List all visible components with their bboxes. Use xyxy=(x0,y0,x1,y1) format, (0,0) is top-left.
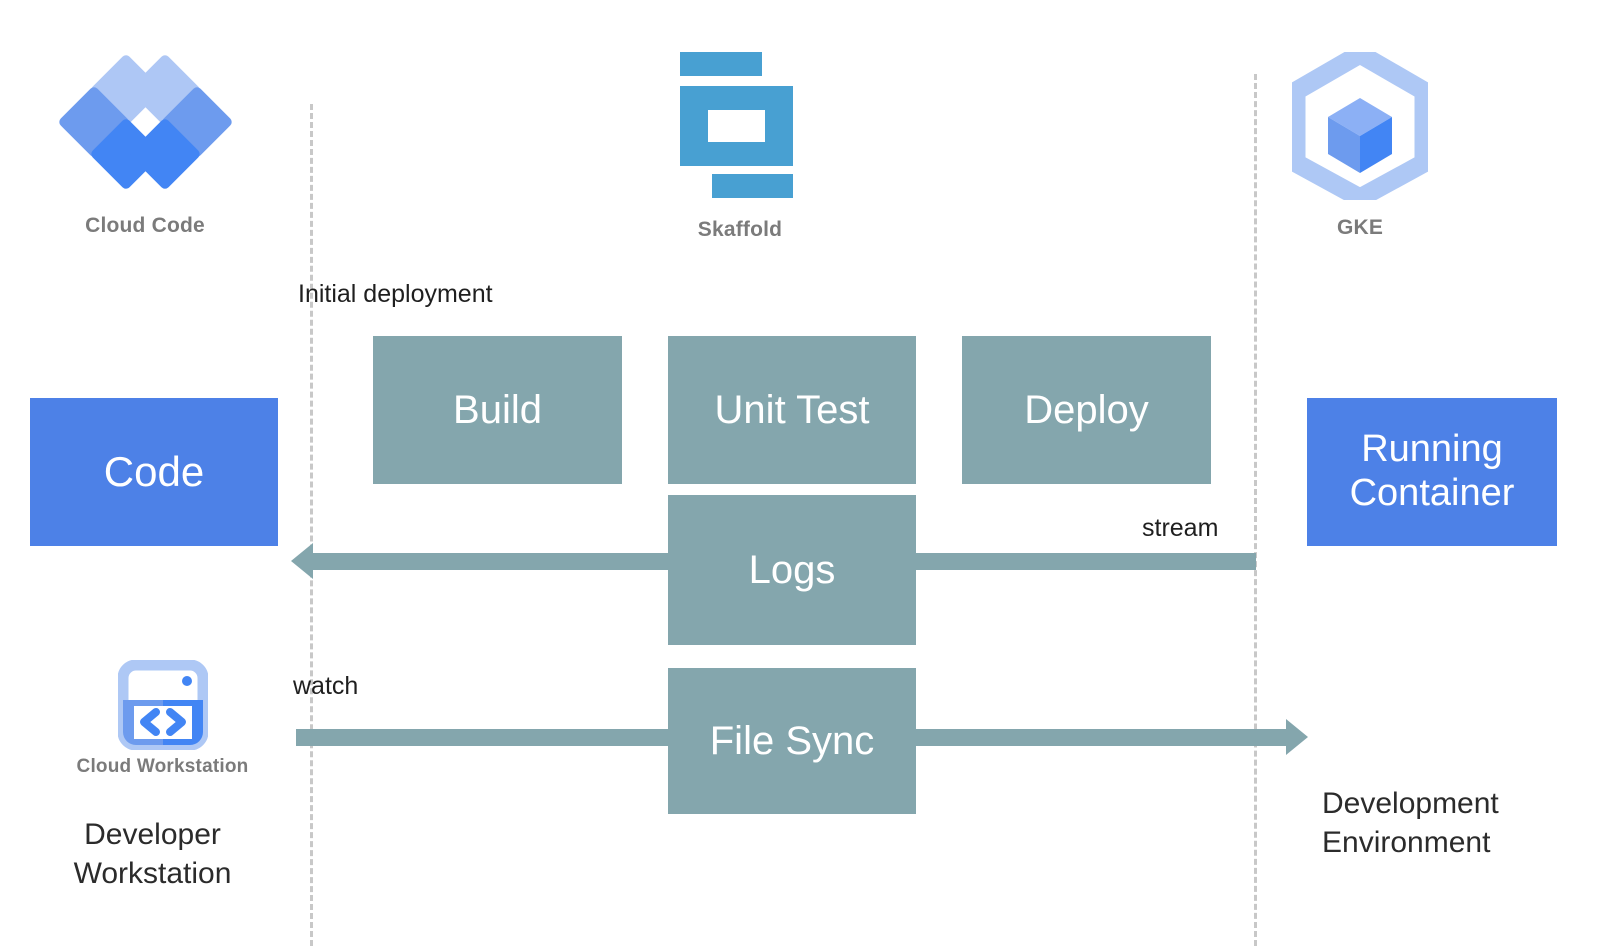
developer-workstation-line-1: Developer xyxy=(84,818,221,851)
running-container-box-label: Running Container xyxy=(1350,428,1515,515)
logs-box-label: Logs xyxy=(748,548,836,592)
developer-workstation-caption: Developer Workstation xyxy=(55,815,250,893)
code-box[interactable]: Code xyxy=(30,398,278,546)
gke-logo-caption: GKE xyxy=(1336,216,1384,239)
code-box-label: Code xyxy=(103,447,205,495)
file-sync-box-label: File Sync xyxy=(709,719,875,763)
cloud-workstation-window-svg xyxy=(117,659,208,751)
skaffold-logo: Skaffold xyxy=(630,52,850,242)
cloud-code-logo: Cloud Code xyxy=(40,53,250,238)
gke-hexagon-cube-svg xyxy=(1286,43,1434,209)
developer-workstation-line-2: Workstation xyxy=(73,857,232,890)
running-container-line-2: Container xyxy=(1349,472,1515,514)
running-container-box[interactable]: Running Container xyxy=(1307,398,1557,546)
cloud-workstation-code-window-icon xyxy=(117,659,208,751)
skaffold-logo-caption: Skaffold xyxy=(697,218,783,241)
cloud-workstation-logo: Cloud Workstation xyxy=(60,659,265,778)
gke-logo: GKE xyxy=(1270,43,1450,240)
initial-deployment-label: Initial deployment xyxy=(298,280,493,308)
development-environment-line-1: Development xyxy=(1322,787,1499,820)
left-boundary-line xyxy=(310,104,313,946)
deploy-box[interactable]: Deploy xyxy=(962,336,1211,484)
deploy-box-label: Deploy xyxy=(1024,388,1149,432)
cloud-workstation-logo-caption: Cloud Workstation xyxy=(76,756,249,777)
unit-test-box-label: Unit Test xyxy=(714,388,870,432)
development-environment-caption: Development Environment xyxy=(1322,784,1499,862)
development-environment-line-2: Environment xyxy=(1322,826,1491,859)
right-boundary-line xyxy=(1254,74,1257,946)
file-sync-box[interactable]: File Sync xyxy=(668,668,916,814)
unit-test-box[interactable]: Unit Test xyxy=(668,336,916,484)
build-box[interactable]: Build xyxy=(373,336,622,484)
cloud-code-logo-caption: Cloud Code xyxy=(85,214,205,237)
stream-label: stream xyxy=(1142,514,1219,542)
logs-arrow-head-left-icon xyxy=(291,543,313,579)
logs-box[interactable]: Logs xyxy=(668,495,916,645)
skaffold-s-icon xyxy=(678,52,803,198)
gke-hexagon-cube-icon xyxy=(1286,43,1434,209)
cloud-code-diamonds-icon xyxy=(57,53,234,192)
watch-label: watch xyxy=(293,672,359,700)
file-sync-arrow-head-right-icon xyxy=(1286,719,1308,755)
build-box-label: Build xyxy=(453,388,542,432)
running-container-line-1: Running xyxy=(1361,428,1503,471)
